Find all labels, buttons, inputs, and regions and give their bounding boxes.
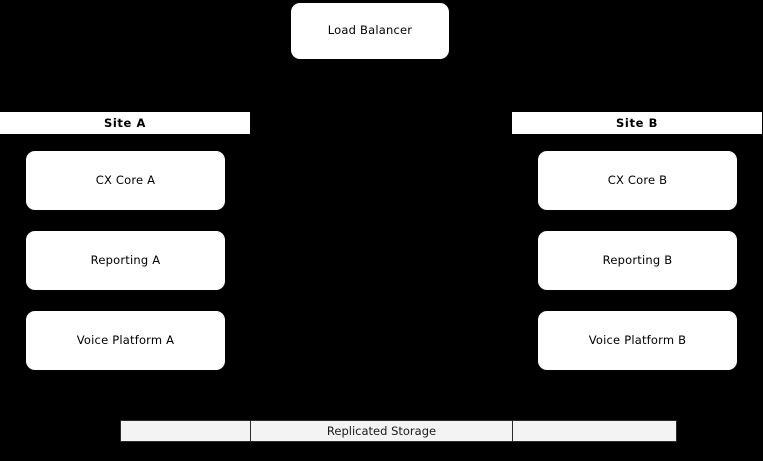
node-load-balancer-label: Load Balancer	[327, 23, 413, 38]
node-cx-core-a[interactable]: CX Core A	[26, 151, 225, 210]
node-voice-platform-b[interactable]: Voice Platform B	[538, 311, 737, 370]
node-reporting-b-label: Reporting B	[602, 252, 673, 267]
node-reporting-a[interactable]: Reporting A	[26, 231, 225, 290]
site-header-a-label: Site A	[103, 116, 147, 130]
replicated-storage-bar[interactable]: Replicated Storage	[120, 420, 677, 442]
node-voice-platform-b-label: Voice Platform B	[588, 332, 687, 347]
node-load-balancer[interactable]: Load Balancer	[291, 3, 449, 59]
node-cx-core-b-label: CX Core B	[607, 172, 668, 187]
storage-cell-middle-label: Replicated Storage	[326, 424, 437, 438]
site-header-a: Site A	[0, 112, 250, 134]
node-cx-core-b[interactable]: CX Core B	[538, 151, 737, 210]
storage-cell-middle: Replicated Storage	[251, 421, 513, 441]
storage-cell-left	[121, 421, 251, 441]
node-cx-core-a-label: CX Core A	[95, 172, 156, 187]
node-voice-platform-a-label: Voice Platform A	[76, 332, 175, 347]
storage-cell-right	[513, 421, 676, 441]
node-voice-platform-a[interactable]: Voice Platform A	[26, 311, 225, 370]
node-reporting-b[interactable]: Reporting B	[538, 231, 737, 290]
node-reporting-a-label: Reporting A	[90, 252, 161, 267]
site-header-b-label: Site B	[616, 116, 658, 130]
site-header-b: Site B	[512, 112, 762, 134]
